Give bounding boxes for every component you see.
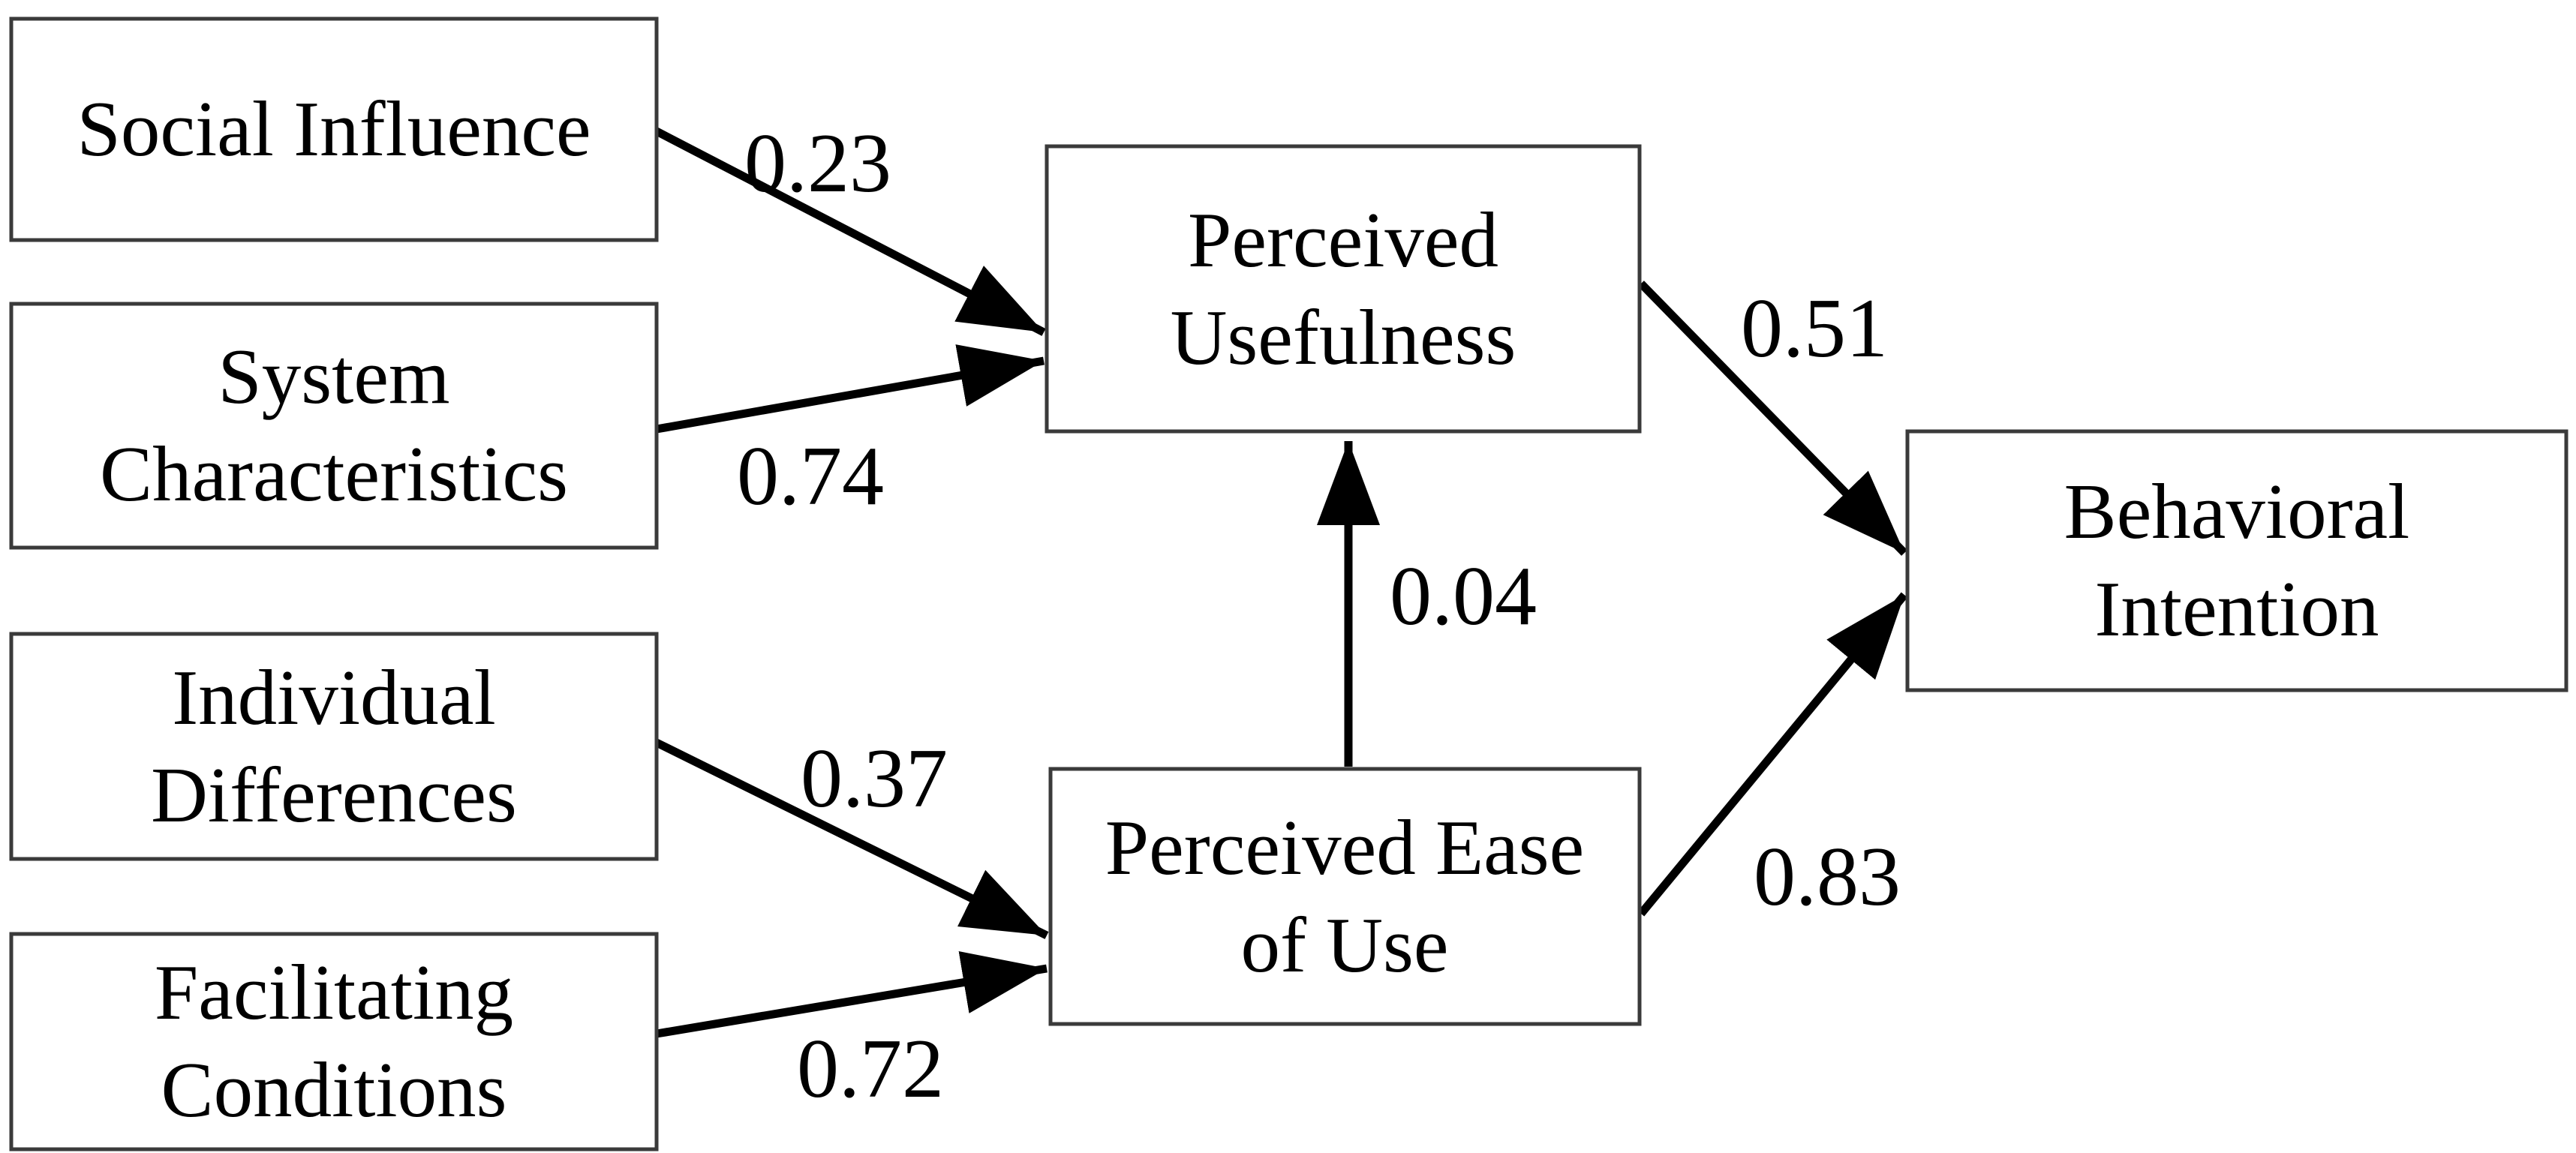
node-social-influence-box [9,17,659,242]
edge-weight-sc-pu: 0.74 [737,430,884,523]
edge-weight-si-pu: 0.23 [744,117,891,210]
node-perceived-ease-of-use-label-line2: of Use [1240,901,1448,989]
node-individual-differences-label-line1: Individual [172,653,496,741]
node-facilitating-conditions-label-line2: Conditions [161,1046,507,1133]
node-behavioral-intention-label-line2: Intention [2094,565,2379,653]
edge-weight-id-peou: 0.37 [801,732,948,825]
node-behavioral-intention-label-line1: Behavioral [2064,467,2410,555]
node-behavioral-intention-box [1905,429,2568,692]
node-individual-differences-box [9,632,659,861]
edge-social-influence-to-perceived-usefulness [654,128,1046,336]
node-system-characteristics-label-line1: System [218,332,449,420]
edge-system-characteristics-to-perceived-usefulness [656,344,1045,434]
node-perceived-ease-of-use: Perceived Ease of Use [1048,767,1642,1026]
node-individual-differences-label-line2: Differences [151,751,517,839]
node-perceived-usefulness-label-line1: Perceived [1188,196,1498,284]
edge-perceived-usefulness-to-behavioral-intention [1638,281,1907,556]
node-perceived-usefulness-box [1045,144,1642,434]
node-system-characteristics: System Characteristics [9,302,659,550]
node-system-characteristics-box [9,302,659,550]
node-group: Social Influence System Characteristics … [9,17,2568,1151]
edge-weight-pu-bi: 0.51 [1741,282,1888,375]
node-behavioral-intention: Behavioral Intention [1905,429,2568,692]
node-facilitating-conditions-label-line1: Facilitating [155,948,513,1036]
edge-group: 0.23 0.74 0.37 0.72 0.04 0.51 0.83 [654,117,1908,1115]
node-perceived-usefulness: Perceived Usefulness [1045,144,1642,434]
node-facilitating-conditions-box [9,932,659,1151]
node-system-characteristics-label-line2: Characteristics [100,430,568,518]
edge-perceived-ease-of-use-to-behavioral-intention [1637,592,1908,917]
node-perceived-usefulness-label-line2: Usefulness [1171,293,1516,381]
edge-weight-peou-pu: 0.04 [1390,550,1537,643]
node-facilitating-conditions: Facilitating Conditions [9,932,659,1151]
node-individual-differences: Individual Differences [9,632,659,861]
node-social-influence-label: Social Influence [77,85,591,173]
node-perceived-ease-of-use-box [1048,767,1642,1026]
edge-weight-peou-bi: 0.83 [1754,830,1901,923]
node-social-influence: Social Influence [9,17,659,242]
edge-weight-fc-peou: 0.72 [797,1022,944,1115]
edge-facilitating-conditions-to-perceived-ease-of-use [656,951,1048,1038]
node-perceived-ease-of-use-label-line1: Perceived Ease [1105,803,1584,891]
edge-individual-differences-to-perceived-ease-of-use [654,739,1049,939]
